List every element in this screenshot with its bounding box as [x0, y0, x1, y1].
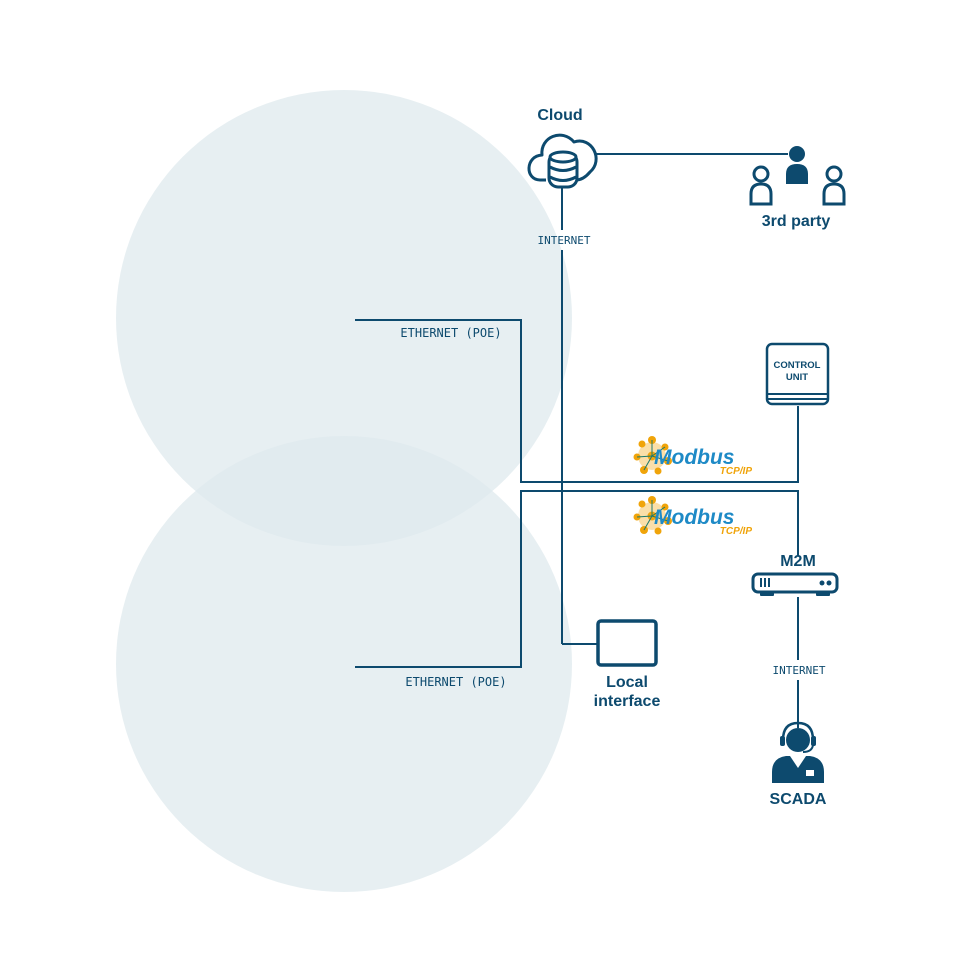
users-icon	[749, 146, 846, 206]
ethernet-bottom-line	[355, 490, 799, 668]
modbus-sub-bottom: TCP/IP	[720, 526, 753, 537]
modbus-name-bottom: Modbus	[654, 506, 734, 529]
control-unit-icon	[765, 342, 830, 406]
ethernet-top-line	[355, 319, 799, 483]
modbus-sub-top: TCP/IP	[720, 466, 753, 477]
cloud-node[interactable]: Cloud	[527, 107, 598, 189]
local-interface-node[interactable]: Local interface	[594, 619, 661, 710]
m2m-router-icon	[751, 572, 839, 596]
cloud-database-icon	[527, 133, 598, 189]
control-unit-label-line2: UNIT	[786, 372, 808, 383]
cloud-label: Cloud	[537, 107, 582, 124]
control-unit-label-line1: CONTROL	[774, 360, 821, 371]
connection-lines	[355, 153, 799, 728]
headset-operator-icon	[772, 721, 824, 783]
internet-label-scada: INTERNET	[773, 664, 826, 677]
third-party-node[interactable]: 3rd party	[749, 146, 846, 230]
third-party-label: 3rd party	[762, 213, 831, 230]
modbus-logo-top: Modbus TCP/IP	[633, 436, 753, 477]
scada-label: SCADA	[770, 791, 827, 808]
scada-node[interactable]: SCADA	[770, 721, 827, 808]
m2m-node[interactable]: M2M	[751, 553, 839, 596]
local-interface-label-line2: interface	[594, 693, 661, 710]
tablet-icon	[596, 619, 658, 667]
internet-label-cloud: INTERNET	[538, 234, 591, 247]
background-circle-top	[116, 90, 572, 546]
ethernet-label-bottom: ETHERNET (POE)	[405, 675, 506, 689]
m2m-label: M2M	[780, 553, 816, 570]
modbus-logo-bottom: Modbus TCP/IP	[633, 496, 753, 537]
modbus-logo-icon	[633, 496, 672, 535]
modbus-logo-icon	[633, 436, 672, 475]
local-interface-label-line1: Local	[606, 674, 648, 691]
background-circle-bottom	[116, 436, 572, 892]
modbus-name-top: Modbus	[654, 446, 734, 469]
ethernet-label-top: ETHERNET (POE)	[400, 326, 501, 340]
control-unit-node[interactable]: CONTROL UNIT	[765, 342, 830, 406]
